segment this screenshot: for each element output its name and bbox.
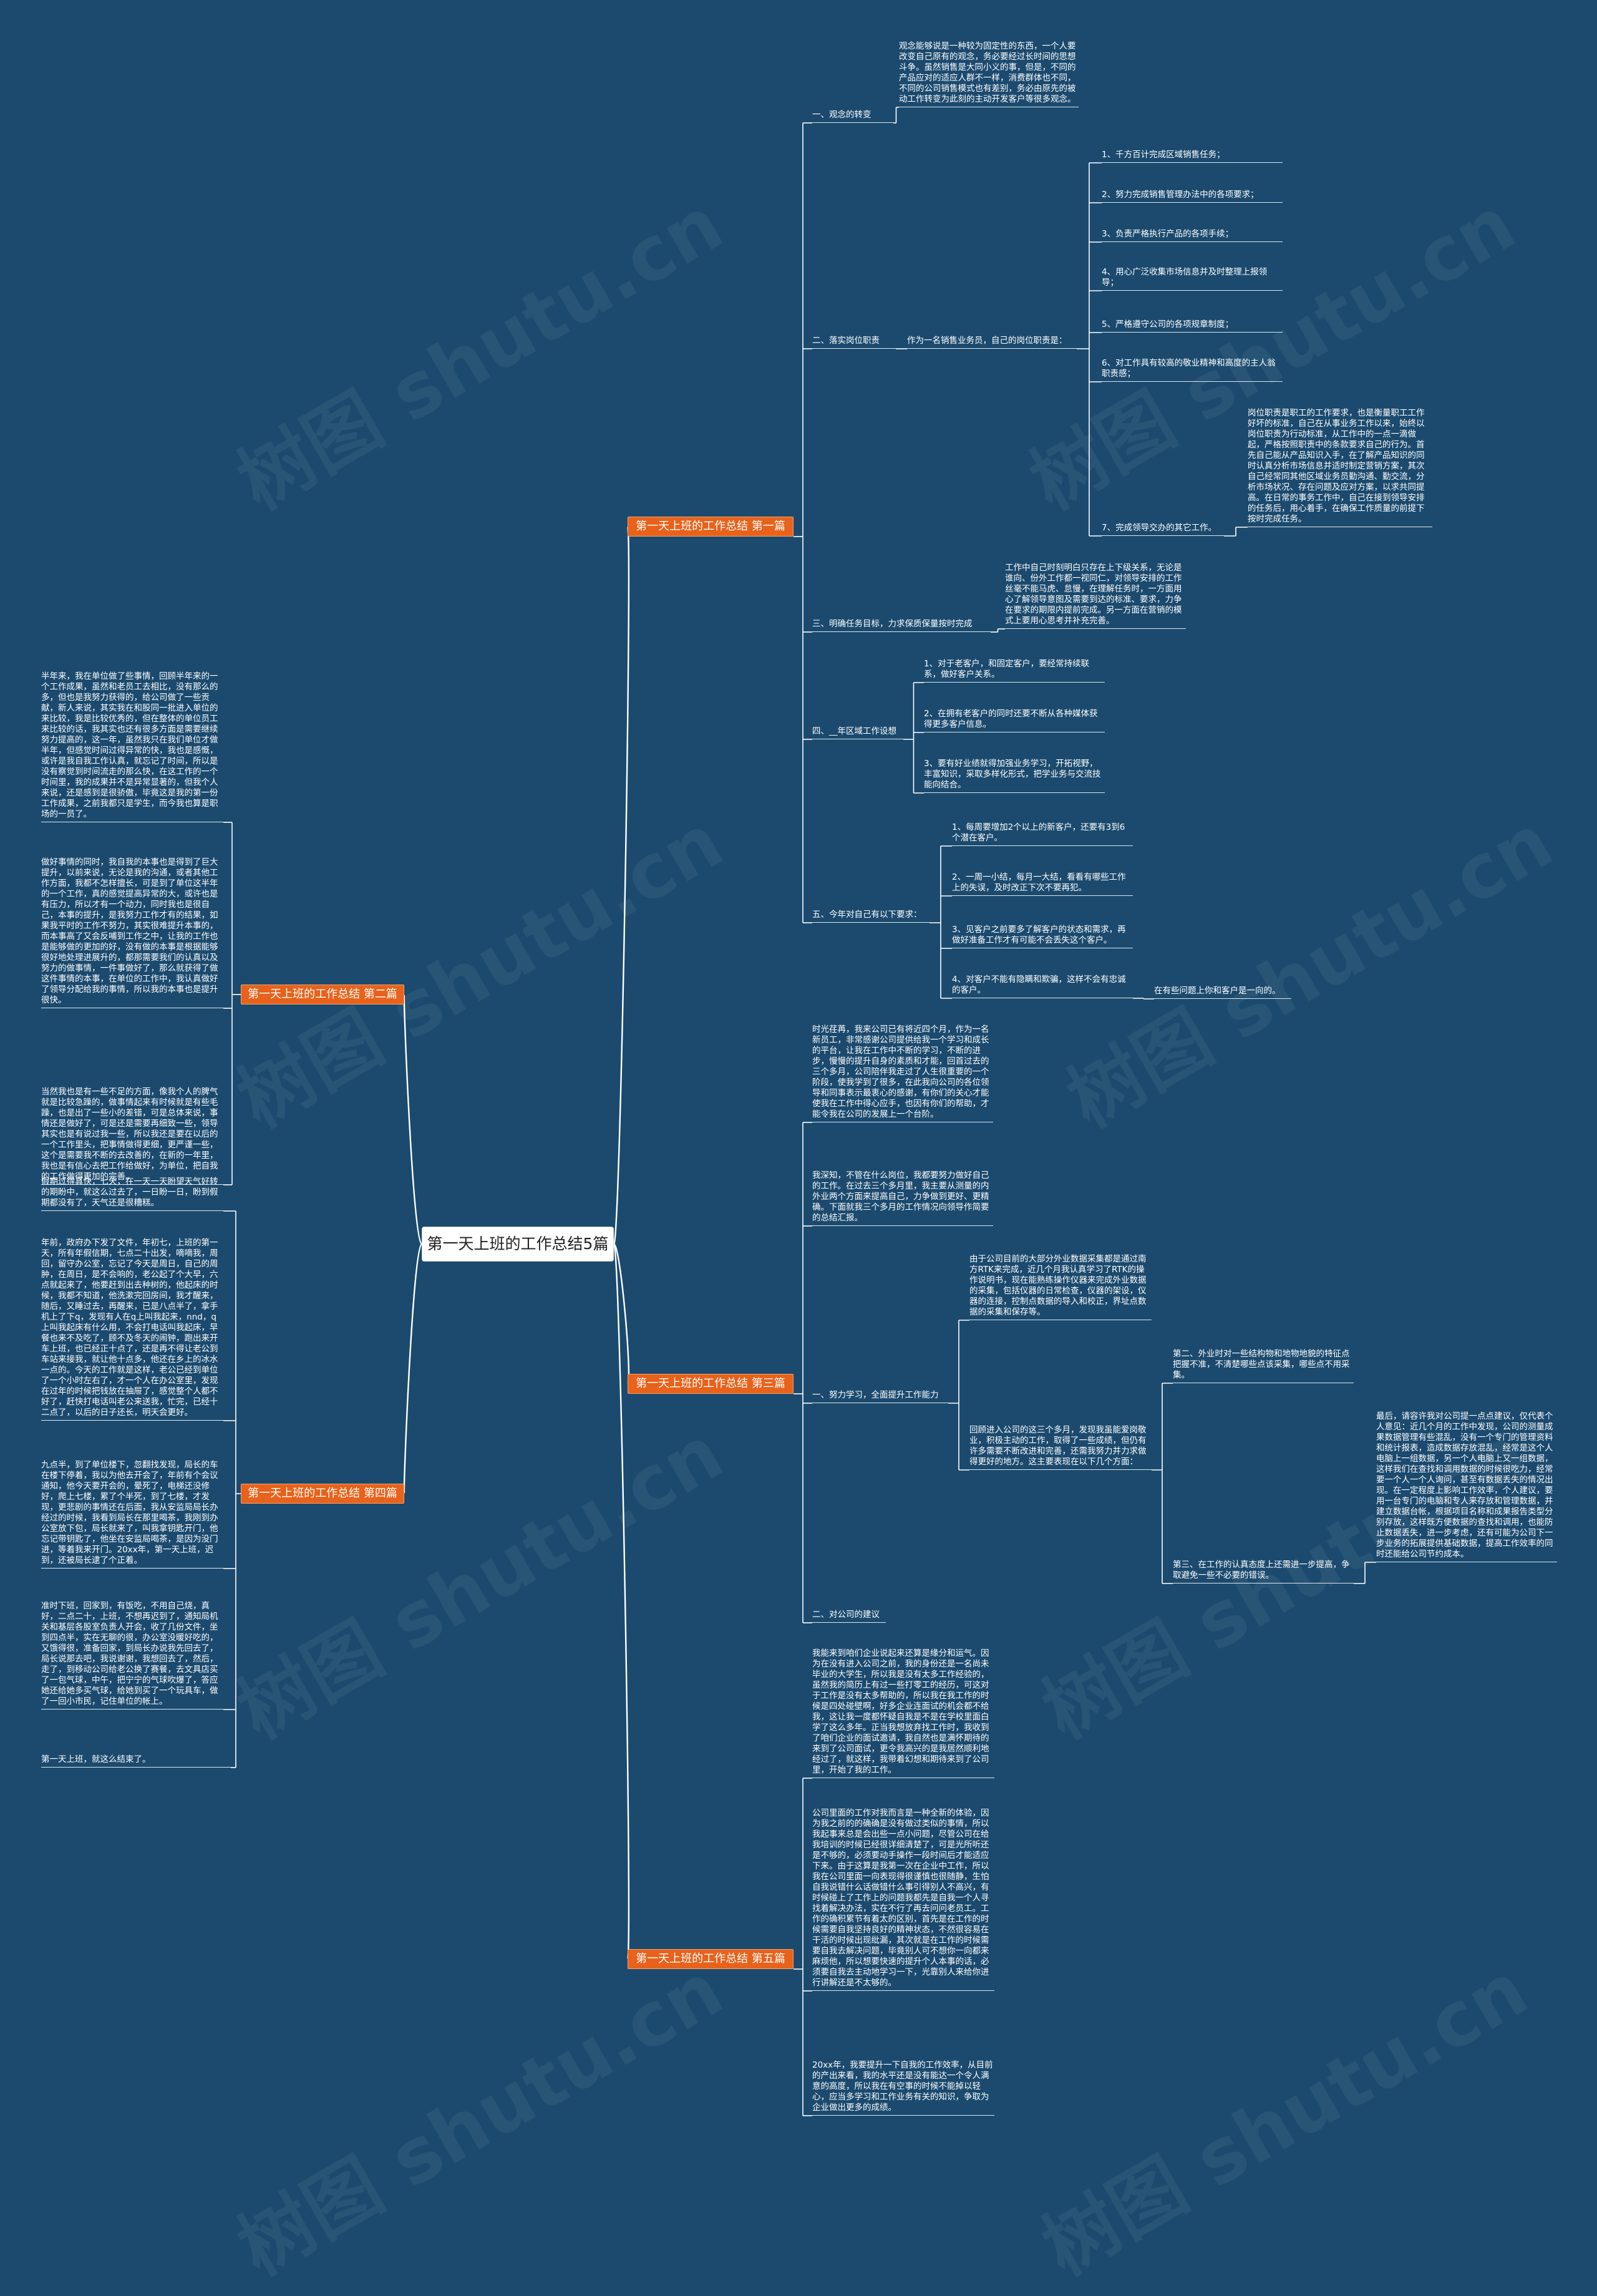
- s1-item-5[interactable]: 五、今年对自己有以下要求：: [812, 910, 930, 923]
- connector-line: [403, 993, 423, 1245]
- s1-req-4-tail: 在有些问题上你和客户是一向的。: [1154, 986, 1291, 999]
- s1-duty-1: 1、千方百计完成区域销售任务；: [1102, 150, 1283, 163]
- s4-paragraph-4: 准时下班，回家到，有饭吃，不用自己烧，真好，二点二十，上班，不想再迟到了，通知局…: [41, 1601, 223, 1710]
- s5-paragraph-2: 公司里面的工作对我而言是一种全新的体验，因为我之前的的确确是没有做过类似的事情，…: [812, 1808, 994, 1991]
- s1-req-3: 3、见客户之前要多了解客户的状态和需求，再做好准备工作才有可能不会丢失这个客户。: [952, 925, 1133, 948]
- s5-paragraph-1: 我能来到咱们企业说起来还算是缘分和运气。因为在没有进入公司之前，我的身份还是一名…: [812, 1648, 994, 1778]
- connector-line: [613, 525, 630, 1245]
- s3-issue-3-detail: 最后，请容许我对公司提一点点建议，仅代表个人意见：近几个月的工作中发现，公司的测…: [1376, 1411, 1557, 1562]
- s1-plan-3: 3、要有好业绩就得加强业务学习，开拓视野，丰富知识，采取多样化形式，把学业务与交…: [924, 759, 1105, 793]
- s3-issue-2: 第二、外业时对一些结构物和地物地貌的特征点把握不准，不清楚哪些点该采集，哪些点不…: [1173, 1349, 1354, 1383]
- s1-item-1[interactable]: 一、观念的转变: [812, 110, 893, 123]
- s1-duty-3: 3、负责严格执行产品的各项手续；: [1102, 229, 1283, 242]
- s3-item-1[interactable]: 一、努力学习，全面提升工作能力: [812, 1390, 948, 1403]
- s1-plan-1: 1、对于老客户，和固定客户，要经常持续联系，做好客户关系。: [924, 659, 1105, 683]
- s1-duty-5: 5、严格遵守公司的各项规章制度；: [1102, 319, 1283, 333]
- s1-duty-2: 2、努力完成销售管理办法中的各项要求；: [1102, 190, 1283, 203]
- s1-item-2[interactable]: 二、落实岗位职责: [812, 336, 896, 349]
- s1-duty-7-detail: 岗位职责是职工的工作要求，也是衡量职工工作好坏的标准，自己在从事业务工作以来，始…: [1248, 408, 1432, 527]
- s4-paragraph-1: 假期过得真快，七天，在一天一天盼望天气好转的期盼中，就这么过去了，一日盼一日，盼…: [41, 1177, 223, 1211]
- connector-line: [403, 1243, 423, 1495]
- root-topic[interactable]: 第一天上班的工作总结5篇: [422, 1227, 614, 1262]
- s1-duty-6: 6、对工作具有较高的敬业精神和高度的主人翁职责感；: [1102, 358, 1283, 382]
- s3-issue-3: 第三、在工作的认真态度上还需进一步提高，争取避免一些不必要的错误。: [1173, 1560, 1354, 1583]
- s3-item-1-text-2: 回顾进入公司的这三个多月，发现我虽能爱岗敬业，积极主动的工作，取得了一些成绩，但…: [969, 1425, 1152, 1470]
- section-5-topic[interactable]: 第一天上班的工作总结 第五篇: [628, 1949, 794, 1969]
- section-3-topic[interactable]: 第一天上班的工作总结 第三篇: [628, 1374, 794, 1394]
- s4-paragraph-5: 第一天上班，就这么结束了。: [41, 1754, 231, 1768]
- s1-req-4: 4、对客户不能有隐瞒和欺骗，这样不会有忠诚的客户。: [952, 975, 1133, 998]
- section-4-topic[interactable]: 第一天上班的工作总结 第四篇: [241, 1484, 404, 1504]
- connector-line: [613, 1243, 630, 1960]
- s2-paragraph-3: 当然我也是有一些不足的方面，像我个人的脾气就是比较急躁的，做事情起来有时候就是有…: [41, 1087, 223, 1185]
- s1-item-4[interactable]: 四、__年区域工作设想: [812, 726, 903, 739]
- s1-duty-7: 7、完成领导交办的其它工作。: [1102, 523, 1224, 536]
- s4-paragraph-2: 年前，政府办下发了文件，年初七，上班的第一天，所有年假信期，七点二十出发，嘀嘀我…: [41, 1238, 223, 1421]
- s2-paragraph-2: 做好事情的同时，我自我的本事也是得到了巨大提升，以前来说，无论是我的沟通，或者其…: [41, 857, 223, 1008]
- s3-item-2[interactable]: 二、对公司的建议: [812, 1610, 886, 1623]
- s1-item-1-text: 观念能够说是一种较为固定性的东西，一个人要改变自己原有的观念，务必要经过长时间的…: [899, 41, 1079, 107]
- s3-paragraph-1: 时光荏苒，我来公司已有将近四个月，作为一名新员工，非常感谢公司提供给我一个学习和…: [812, 1024, 993, 1122]
- s1-plan-2: 2、在拥有老客户的同时还要不断从各种媒体获得更多客户信息。: [924, 709, 1105, 732]
- s1-req-1: 1、每周要增加2个以上的新客户，还要有3到6个潜在客户。: [952, 822, 1133, 846]
- s1-item-2-middle: 作为一名销售业务员，自己的岗位职责是：: [907, 336, 1077, 349]
- s3-paragraph-2: 我深知，不管在什么岗位，我都要努力做好自己的工作。在过去三个多月里，我主要从测量…: [812, 1170, 993, 1226]
- s5-paragraph-3: 20xx年，我要提升一下自我的工作效率，从目前的产出来看，我的水平还是没有能达一…: [812, 2060, 994, 2116]
- s3-item-1-text-1: 由于公司目前的大部分外业数据采集都是通过南方RTK来完成，近几个月我认真学习了R…: [969, 1254, 1152, 1320]
- section-1-topic[interactable]: 第一天上班的工作总结 第一篇: [628, 517, 794, 537]
- s1-item-3[interactable]: 三、明确任务目标，力求保质保量按时完成: [812, 619, 991, 632]
- s1-req-2: 2、一周一小结，每月一大结，看看有哪些工作上的失误，及时改正下次不要再犯。: [952, 872, 1133, 896]
- s2-paragraph-1: 半年来，我在单位做了些事情，回顾半年来的一个工作成果，虽然和老员工去相比，没有那…: [41, 671, 223, 822]
- s4-paragraph-3: 九点半，到了单位楼下，忽翻找发现，局长的车在楼下停着，我以为他去开会了，年前有个…: [41, 1460, 223, 1569]
- mindmap-connectors: [223, 107, 1376, 2116]
- s1-duty-4: 4、用心广泛收集市场信息并及时整理上报领导；: [1102, 267, 1283, 291]
- section-2-topic[interactable]: 第一天上班的工作总结 第二篇: [241, 985, 404, 1004]
- s1-item-3-text: 工作中自己时刻明白只存在上下级关系，无论是谁向、份外工作都一视同仁，对领导安排的…: [1005, 563, 1186, 629]
